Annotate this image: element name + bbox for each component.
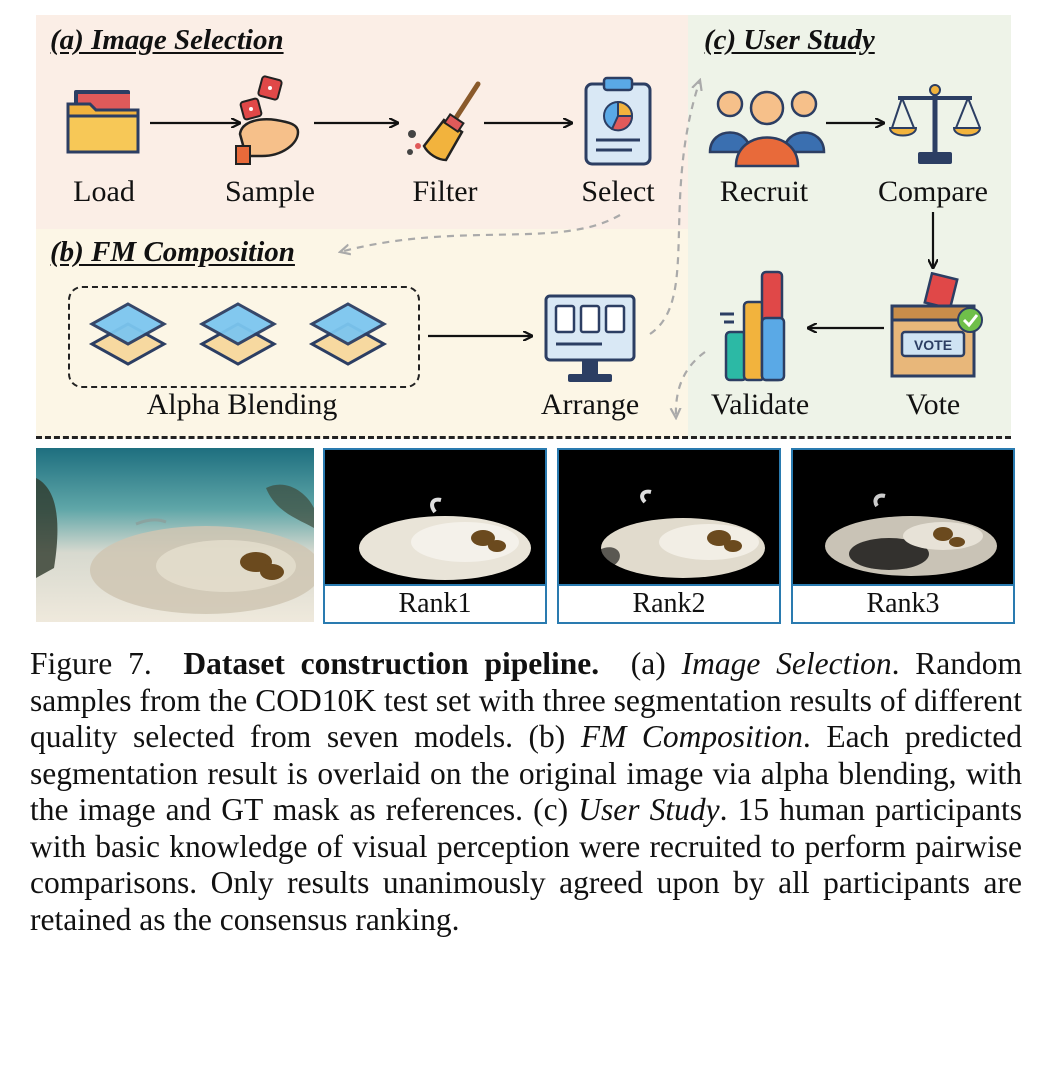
section-a-title: (a) Image Selection: [50, 24, 284, 56]
broom-icon: [407, 81, 481, 162]
rank2-tile: Rank2: [557, 448, 781, 624]
caption-a-text: Random samples from the COD10K test set …: [30, 646, 1023, 754]
caption-c-text: 15 human participants with basic knowled…: [30, 792, 1023, 937]
monitor-icon: [544, 294, 636, 382]
group-label-alpha-blending: Alpha Blending: [146, 388, 338, 421]
rank1-tile: Rank1: [323, 448, 547, 624]
figure-caption: Figure 7. Dataset construction pipeline.…: [30, 646, 1023, 937]
folder-icon: [66, 90, 140, 154]
rank2-label: Rank2: [559, 584, 779, 622]
step-label-recruit: Recruit: [719, 175, 809, 208]
vote-badge-text: VOTE: [914, 337, 952, 353]
caption-bold-title: Dataset construction pipeline.: [183, 646, 600, 681]
rank3-tile: Rank3: [791, 448, 1015, 624]
layers-icon: [88, 302, 168, 366]
caption-a-label: (a): [630, 646, 666, 681]
rank3-label: Rank3: [793, 584, 1013, 622]
caption-a-name: Image Selection: [681, 646, 892, 681]
caption-b-label: (b): [528, 719, 566, 754]
caption-b-name: FM Composition: [580, 719, 803, 754]
caption-fig-label: Figure 7.: [30, 646, 152, 681]
original-image: [36, 448, 314, 622]
step-label-compare: Compare: [878, 175, 988, 208]
step-label-filter: Filter: [412, 175, 478, 208]
connector-arrows: [150, 0, 1041, 440]
step-label-select: Select: [581, 175, 655, 208]
layers-icon: [198, 302, 278, 366]
rank1-label: Rank1: [325, 584, 545, 622]
section-c-title: (c) User Study: [704, 24, 875, 56]
group-people-icon: [708, 90, 826, 168]
caption-c-name: User Study: [578, 792, 720, 827]
separator-line: [36, 436, 1011, 439]
step-label-validate: Validate: [710, 388, 810, 421]
balance-scale-icon: [888, 84, 982, 164]
caption-b-text: Each predicted segmentation result is ov…: [30, 719, 1023, 827]
dice-hand-icon: [235, 75, 300, 165]
bar-cylinders-icon: [720, 270, 786, 382]
step-label-sample: Sample: [225, 175, 315, 208]
clipboard-chart-icon: [584, 76, 652, 166]
layers-icon: [308, 302, 388, 366]
step-label-load: Load: [73, 175, 135, 208]
section-b-title: (b) FM Composition: [50, 236, 295, 268]
alpha-blending-group: [68, 286, 420, 388]
ballot-box-icon: VOTE: [890, 272, 983, 378]
step-label-vote: Vote: [905, 388, 961, 421]
step-label-arrange: Arrange: [540, 388, 640, 421]
caption-c-label: (c): [533, 792, 569, 827]
